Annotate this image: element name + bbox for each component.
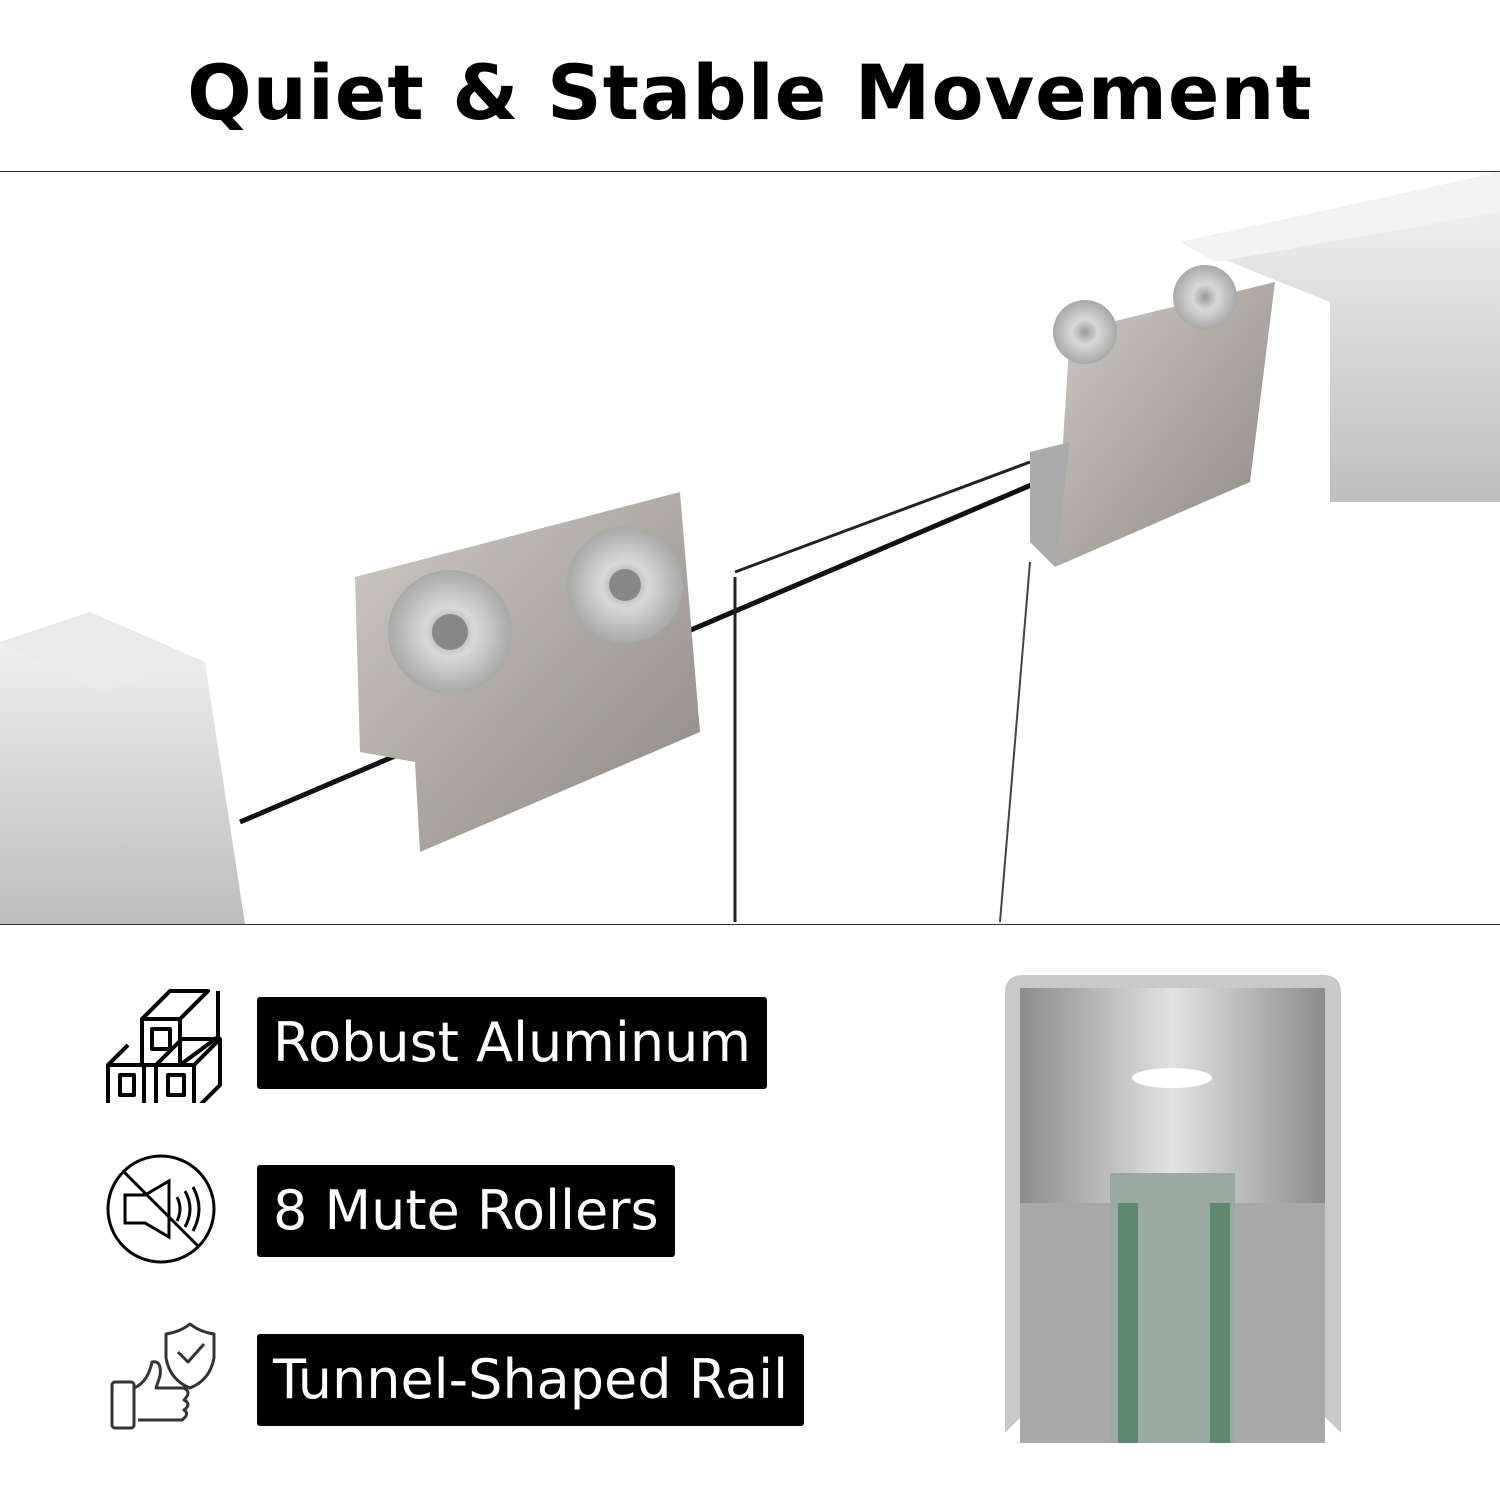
feature-label: Tunnel-Shaped Rail	[257, 1334, 805, 1426]
product-photo-rollers	[0, 171, 1500, 925]
page-title: Quiet & Stable Movement	[187, 48, 1313, 137]
aluminum-bars-icon	[106, 989, 222, 1103]
feature-label: Robust Aluminum	[257, 997, 767, 1089]
mute-speaker-icon	[106, 1154, 216, 1264]
thumbs-up-shield-icon	[110, 1322, 216, 1430]
rail-cross-section-image	[1000, 973, 1345, 1443]
feature-label: 8 Mute Rollers	[257, 1165, 675, 1257]
